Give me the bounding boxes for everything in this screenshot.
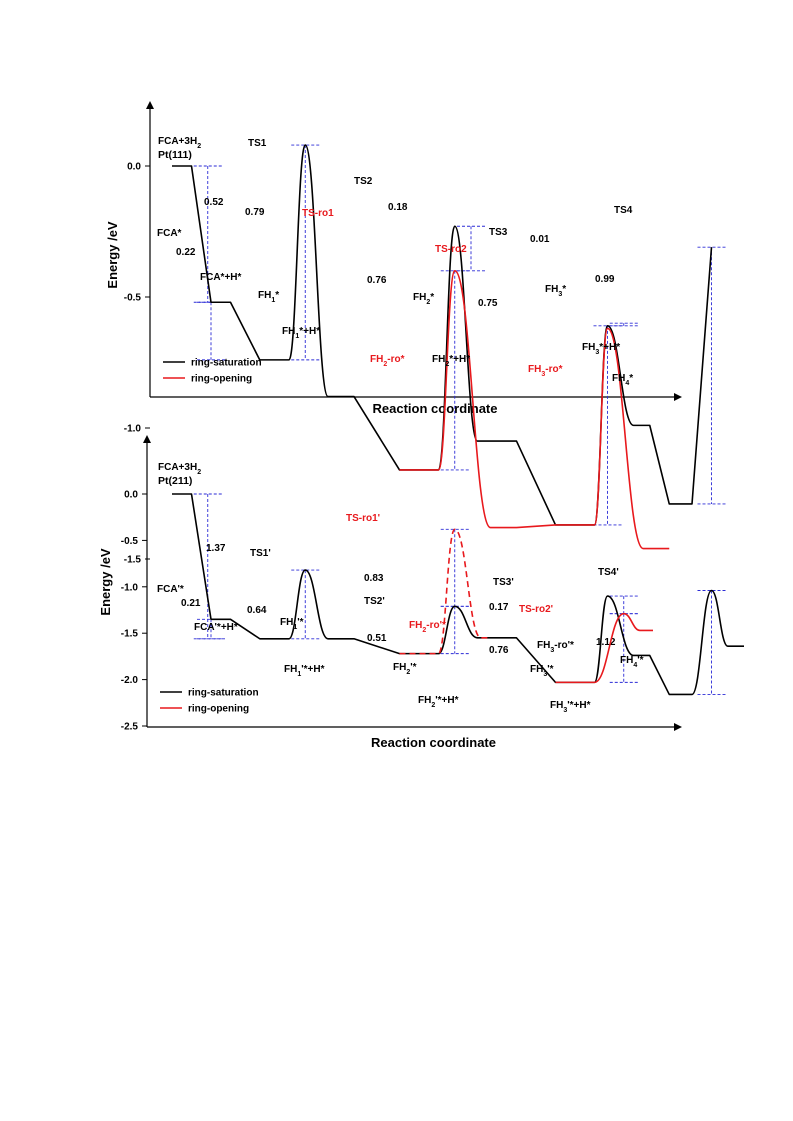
state-label: FH1'*+H* <box>284 664 325 678</box>
barrier-value: 0.99 <box>595 274 615 285</box>
state-label: FH4'* <box>620 655 644 669</box>
barrier-value: 1.12 <box>596 637 616 648</box>
state-label: FH2'*+H* <box>418 695 459 709</box>
state-label: TS4 <box>614 205 633 216</box>
state-label: TS2 <box>354 176 373 187</box>
state-label: FCA+3H2 <box>158 136 201 150</box>
state-label: TS-ro2' <box>519 604 553 615</box>
state-label: FH3-ro'* <box>537 640 574 654</box>
state-label: TS-ro2 <box>435 244 467 255</box>
state-label: FH4* <box>612 373 633 387</box>
barrier-value: 0.52 <box>204 197 224 208</box>
state-label: FH2* <box>413 292 434 306</box>
state-label: FCA'* <box>157 584 184 595</box>
barrier-value: 0.83 <box>364 573 384 584</box>
state-label: TS1 <box>248 138 267 149</box>
y-axis-title: Energy /eV <box>98 548 113 616</box>
barrier-value: 0.51 <box>367 633 387 644</box>
surface-label: Pt(211) <box>158 475 192 487</box>
x-axis-title: Reaction coordinate <box>371 735 496 750</box>
y-tick-label: -0.5 <box>121 536 139 547</box>
series-ring-saturation-line <box>172 144 713 526</box>
state-label: FCA+3H2 <box>158 462 201 476</box>
y-tick-label: -1.5 <box>124 555 142 566</box>
y-tick-label: -2.5 <box>121 722 139 733</box>
barrier-value: 0.22 <box>176 247 196 258</box>
y-tick-label: -1.0 <box>121 582 139 593</box>
barrier-value: 0.17 <box>489 602 509 613</box>
x-axis-title: Reaction coordinate <box>373 401 498 416</box>
state-label: FH2*+H* <box>432 354 470 368</box>
surface-label: Pt(111) <box>158 149 192 161</box>
series-ring-opening-line <box>399 270 670 550</box>
y-tick-label: -2.0 <box>121 675 139 686</box>
y-tick-label: 0.0 <box>127 162 141 173</box>
state-label: TS-ro1 <box>302 208 334 219</box>
barrier-value: 1.37 <box>206 543 226 554</box>
state-label: TS4' <box>598 567 619 578</box>
state-label: FCA'*+H* <box>194 622 238 633</box>
barrier-value: 0.79 <box>245 207 265 218</box>
state-label: TS1' <box>250 548 271 559</box>
state-label: TS-ro1' <box>346 513 380 524</box>
state-label: FCA* <box>157 228 182 239</box>
series-ring-opening-line <box>555 612 653 684</box>
y-tick-label: -1.5 <box>121 629 139 640</box>
legend: ring-saturation ring-opening <box>163 358 262 385</box>
legend-entry: ring-opening <box>188 704 249 715</box>
state-label: FH2-ro'* <box>409 620 446 634</box>
state-label: FH3'* <box>530 664 554 678</box>
state-label: FH2'* <box>393 662 417 676</box>
legend-entry: ring-opening <box>191 374 252 385</box>
legend-entry: ring-saturation <box>191 358 262 369</box>
state-label: FH1'* <box>280 617 304 631</box>
state-label: FH3-ro* <box>528 364 563 378</box>
legend: ring-saturation ring-opening <box>160 688 259 715</box>
state-label: FH3* <box>545 284 566 298</box>
state-label: FH1*+H* <box>282 326 320 340</box>
y-tick-label: 0.0 <box>124 490 138 501</box>
barrier-value: 0.01 <box>530 234 550 245</box>
barrier-value: 0.21 <box>181 598 201 609</box>
state-label: FH2-ro* <box>370 354 405 368</box>
y-axis-title: Energy /eV <box>105 221 120 289</box>
barrier-value: 0.76 <box>489 645 509 656</box>
state-label: TS3 <box>489 227 508 238</box>
barrier-value: 0.18 <box>388 202 408 213</box>
series-ring-saturation-line <box>172 493 744 696</box>
state-label: TS2' <box>364 596 385 607</box>
barrier-value: 0.76 <box>367 275 387 286</box>
state-label: FCA*+H* <box>200 272 242 283</box>
state-label: FH3'*+H* <box>550 700 591 714</box>
legend-entry: ring-saturation <box>188 688 259 699</box>
barrier-value: 0.75 <box>478 298 498 309</box>
state-label: FH1* <box>258 290 279 304</box>
state-label: TS3' <box>493 577 514 588</box>
panel-pt111: 0.0 -0.5 -1.0 -1.5 Reaction coordinate Energy… <box>105 101 726 566</box>
series-ring-opening-dashed-line <box>399 528 491 655</box>
y-tick-label: -0.5 <box>124 293 142 304</box>
y-tick-label: -1.0 <box>124 424 142 435</box>
barrier-value: 0.64 <box>247 605 267 616</box>
state-label: FH3*+H* <box>582 342 620 356</box>
